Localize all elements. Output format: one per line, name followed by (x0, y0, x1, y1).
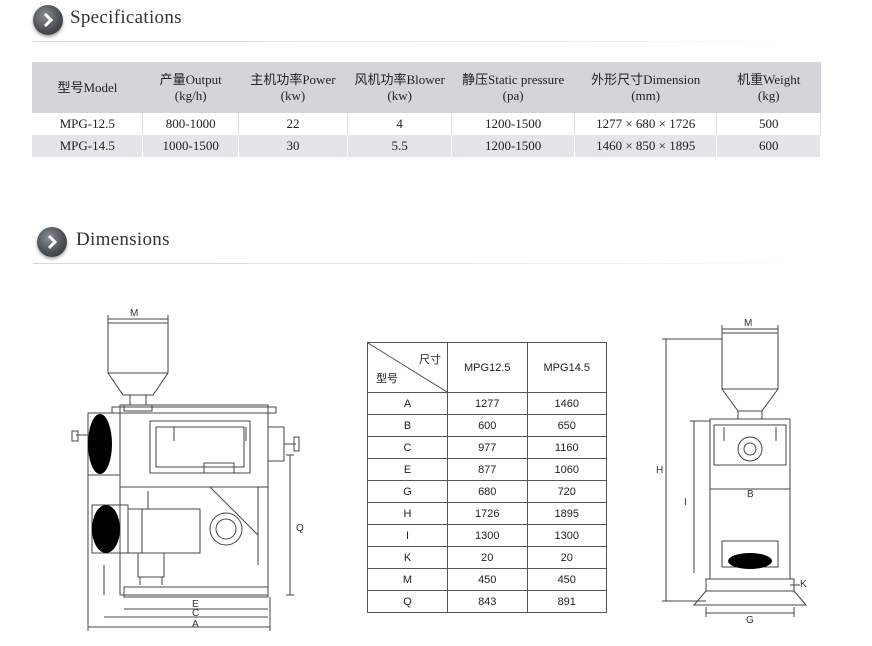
cell-blower: 4 (347, 113, 453, 135)
dim-value: 1895 (526, 502, 607, 525)
label-c: C (192, 608, 199, 619)
dim-value: 600 (447, 414, 528, 437)
dimension-table-header: 尺寸 型号 MPG12.5 MPG14.5 (367, 342, 607, 393)
cell-power: 22 (238, 113, 348, 135)
cell-blower: 5.5 (347, 135, 453, 157)
section-title: Specifications (70, 7, 182, 28)
specifications-header: Specifications (33, 2, 823, 42)
label-m: M (744, 318, 752, 329)
dim-value: 1277 (447, 392, 528, 415)
dim-value: 450 (526, 568, 607, 591)
dim-value: 843 (447, 590, 528, 613)
chevron-right-icon (37, 227, 67, 257)
dim-code: K (367, 546, 448, 569)
cell-power: 30 (238, 135, 348, 157)
cell-output: 800-1000 (142, 113, 239, 135)
section-divider (33, 263, 823, 264)
dim-value: 1726 (447, 502, 528, 525)
dim-code: Q (367, 590, 448, 613)
dim-code: H (367, 502, 448, 525)
dim-code: E (367, 458, 448, 481)
dimensions-header: Dimensions (33, 224, 823, 264)
dim-value: 1300 (526, 524, 607, 547)
label-q: Q (296, 523, 304, 534)
chevron-right-icon (33, 5, 63, 35)
dim-code: B (367, 414, 448, 437)
dim-value: 720 (526, 480, 607, 503)
dim-value: 891 (526, 590, 607, 613)
dim-value: 650 (526, 414, 607, 437)
corner-model-label: 型号 (376, 373, 398, 385)
dim-code: G (367, 480, 448, 503)
col-header-weight: 机重Weight(kg) (716, 62, 821, 113)
model-header: MPG14.5 (526, 342, 607, 393)
side-view-drawing: M H I B K G (656, 318, 808, 625)
cell-weight: 500 (716, 113, 821, 135)
cell-model: MPG-12.5 (32, 113, 144, 135)
cell-static-pressure: 1200-1500 (451, 113, 575, 135)
dim-value: 1160 (526, 436, 607, 459)
col-header-blower: 风机功率Blower(kw) (347, 62, 452, 113)
dim-value: 450 (447, 568, 528, 591)
cell-dimension: 1460 × 850 × 1895 (574, 135, 718, 157)
label-k: K (800, 579, 807, 590)
table-row: MPG-14.5 1000-1500 30 5.5 1200-1500 1460… (32, 135, 821, 157)
model-header: MPG12.5 (447, 342, 528, 393)
dim-value: 20 (526, 546, 607, 569)
specifications-table: 型号Model 产量Output(kg/h) 主机功率Power(kw) 风机功… (32, 62, 821, 157)
label-a: A (192, 619, 199, 630)
dim-value: 877 (447, 458, 528, 481)
corner-cell: 尺寸 型号 (367, 342, 448, 393)
label-h: H (656, 465, 663, 476)
cell-dimension: 1277 × 680 × 1726 (574, 113, 718, 135)
col-header-output: 产量Output(kg/h) (142, 62, 239, 113)
dim-value: 1300 (447, 524, 528, 547)
table-header-row: 型号Model 产量Output(kg/h) 主机功率Power(kw) 风机功… (32, 62, 821, 113)
dim-code: I (367, 524, 448, 547)
table-row: MPG-12.5 800-1000 22 4 1200-1500 1277 × … (32, 113, 821, 135)
label-g: G (746, 615, 754, 625)
cell-output: 1000-1500 (142, 135, 239, 157)
label-b: B (747, 489, 754, 500)
dim-value: 20 (447, 546, 528, 569)
dim-code: A (367, 392, 448, 415)
front-view-drawing: M Q E C A (71, 308, 304, 631)
dim-code: C (367, 436, 448, 459)
label-e: E (192, 599, 199, 610)
col-header-model: 型号Model (32, 62, 143, 113)
section-title: Dimensions (76, 229, 170, 250)
col-header-dimension: 外形尺寸Dimension(mm) (574, 62, 717, 113)
cell-model: MPG-14.5 (32, 135, 144, 157)
corner-size-label: 尺寸 (419, 354, 441, 366)
label-m: M (130, 308, 138, 319)
dim-value: 1460 (526, 392, 607, 415)
cell-static-pressure: 1200-1500 (451, 135, 575, 157)
dim-value: 680 (447, 480, 528, 503)
dim-code: M (367, 568, 448, 591)
cell-weight: 600 (716, 135, 821, 157)
dim-value: 977 (447, 436, 528, 459)
col-header-power: 主机功率Power(kw) (238, 62, 348, 113)
section-divider (33, 41, 823, 42)
label-i: I (684, 497, 687, 508)
dim-value: 1060 (526, 458, 607, 481)
col-header-static-pressure: 静压Static pressure(pa) (451, 62, 575, 113)
